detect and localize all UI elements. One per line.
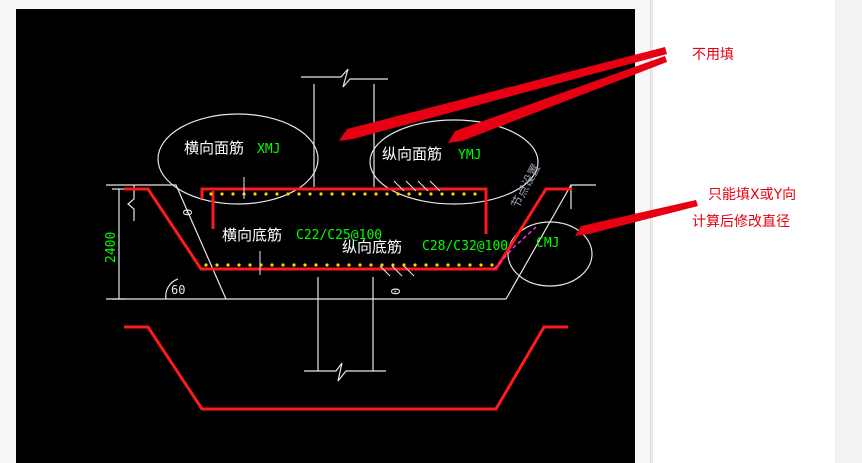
- rebar-dot-bottom-22: [446, 263, 450, 267]
- code-longitudinal-top: YMJ: [458, 148, 481, 163]
- rebar-dot-bottom-3: [237, 263, 241, 267]
- code-transverse-top: XMJ: [257, 142, 280, 157]
- note-no-fill: 不用填: [692, 47, 734, 63]
- rebar-dot-top-8: [297, 192, 301, 196]
- rebar-dot-bottom-26: [490, 263, 494, 267]
- upper-column: [301, 68, 388, 187]
- rebar-dot-bottom-12: [336, 263, 340, 267]
- rebar-dot-top-1: [220, 192, 224, 196]
- dimension-zero-left: 0: [181, 209, 195, 216]
- rebar-dot-top-23: [462, 192, 466, 196]
- rebar-dot-bottom-0: [204, 263, 208, 267]
- rebar-dot-bottom-1: [215, 263, 219, 267]
- rebar-dot-top-4: [253, 192, 257, 196]
- rebar-dot-top-17: [396, 192, 400, 196]
- label-transverse-bottom: 横向底筋: [222, 226, 282, 244]
- rebar-dot-top-7: [286, 192, 290, 196]
- rebar-dots: [204, 192, 494, 267]
- node-setting-marker: [493, 226, 537, 270]
- rebar-dot-top-12: [341, 192, 345, 196]
- rebar-dot-bottom-8: [292, 263, 296, 267]
- page-gutter: [835, 0, 862, 463]
- rebar-dot-top-14: [363, 192, 367, 196]
- rebar-dot-bottom-16: [380, 263, 384, 267]
- rebar-dot-top-5: [264, 192, 268, 196]
- rebar-dot-top-13: [352, 192, 356, 196]
- lower-pit-outline: [124, 325, 568, 411]
- cad-drawing-canvas: 横向面筋 XMJ 纵向面筋 YMJ 横向底筋 C22/C25@100 纵向底筋 …: [16, 9, 635, 463]
- rebar-dot-bottom-11: [325, 263, 329, 267]
- rebar-dot-bottom-9: [303, 263, 307, 267]
- rebar-dot-bottom-7: [281, 263, 285, 267]
- rebar-dot-bottom-19: [413, 263, 417, 267]
- rebar-dot-top-11: [330, 192, 334, 196]
- rebar-cage: [124, 187, 572, 271]
- right-side-panel: [652, 0, 836, 463]
- cad-drawing: 横向面筋 XMJ 纵向面筋 YMJ 横向底筋 C22/C25@100 纵向底筋 …: [104, 68, 596, 411]
- spec-transverse-bottom: C22/C25@100: [296, 228, 382, 243]
- cloud-outline-transverse-top: [157, 113, 319, 205]
- rebar-dot-top-9: [308, 192, 312, 196]
- rebar-dot-top-22: [451, 192, 455, 196]
- rebar-dot-bottom-2: [226, 263, 230, 267]
- rebar-dot-bottom-15: [369, 263, 373, 267]
- rebar-dot-bottom-14: [358, 263, 362, 267]
- rebar-dot-bottom-20: [424, 263, 428, 267]
- dimension-height: 2400: [104, 232, 119, 263]
- rebar-dot-bottom-13: [347, 263, 351, 267]
- image-viewer-area: 横向面筋 XMJ 纵向面筋 YMJ 横向底筋 C22/C25@100 纵向底筋 …: [16, 0, 651, 463]
- label-longitudinal-top: 纵向面筋: [382, 145, 442, 163]
- pit-outline: [106, 184, 596, 300]
- rebar-dot-top-0: [209, 192, 213, 196]
- rebar-dot-top-18: [407, 192, 411, 196]
- note-only-xy-line2: 计算后修改直径: [692, 214, 790, 230]
- rebar-dot-bottom-4: [248, 263, 252, 267]
- code-corner: CMJ: [536, 236, 559, 251]
- rebar-dot-top-15: [374, 192, 378, 196]
- rebar-dot-top-19: [418, 192, 422, 196]
- rebar-dot-top-24: [473, 192, 477, 196]
- rebar-dot-bottom-21: [435, 263, 439, 267]
- rebar-dot-top-10: [319, 192, 323, 196]
- leader-lines: [243, 177, 441, 277]
- rebar-dot-top-6: [275, 192, 279, 196]
- rebar-dot-top-21: [440, 192, 444, 196]
- dimension-angle: 60: [171, 283, 185, 297]
- rebar-dot-bottom-24: [468, 263, 472, 267]
- spec-longitudinal-bottom: C28/C32@100: [422, 239, 508, 254]
- lower-column: [304, 277, 386, 382]
- rebar-dot-bottom-18: [402, 263, 406, 267]
- note-only-xy-line1: 只能填X或Y向: [708, 187, 797, 203]
- rebar-dot-top-20: [429, 192, 433, 196]
- dimension-zero-bottom: 0: [389, 288, 403, 295]
- rebar-dot-bottom-6: [270, 263, 274, 267]
- rebar-dot-bottom-10: [314, 263, 318, 267]
- label-longitudinal-bottom: 纵向底筋: [342, 238, 402, 256]
- label-transverse-top: 横向面筋: [184, 139, 244, 157]
- rebar-dot-top-16: [385, 192, 389, 196]
- rebar-dot-bottom-25: [479, 263, 483, 267]
- rebar-dot-bottom-23: [457, 263, 461, 267]
- rebar-dot-top-2: [231, 192, 235, 196]
